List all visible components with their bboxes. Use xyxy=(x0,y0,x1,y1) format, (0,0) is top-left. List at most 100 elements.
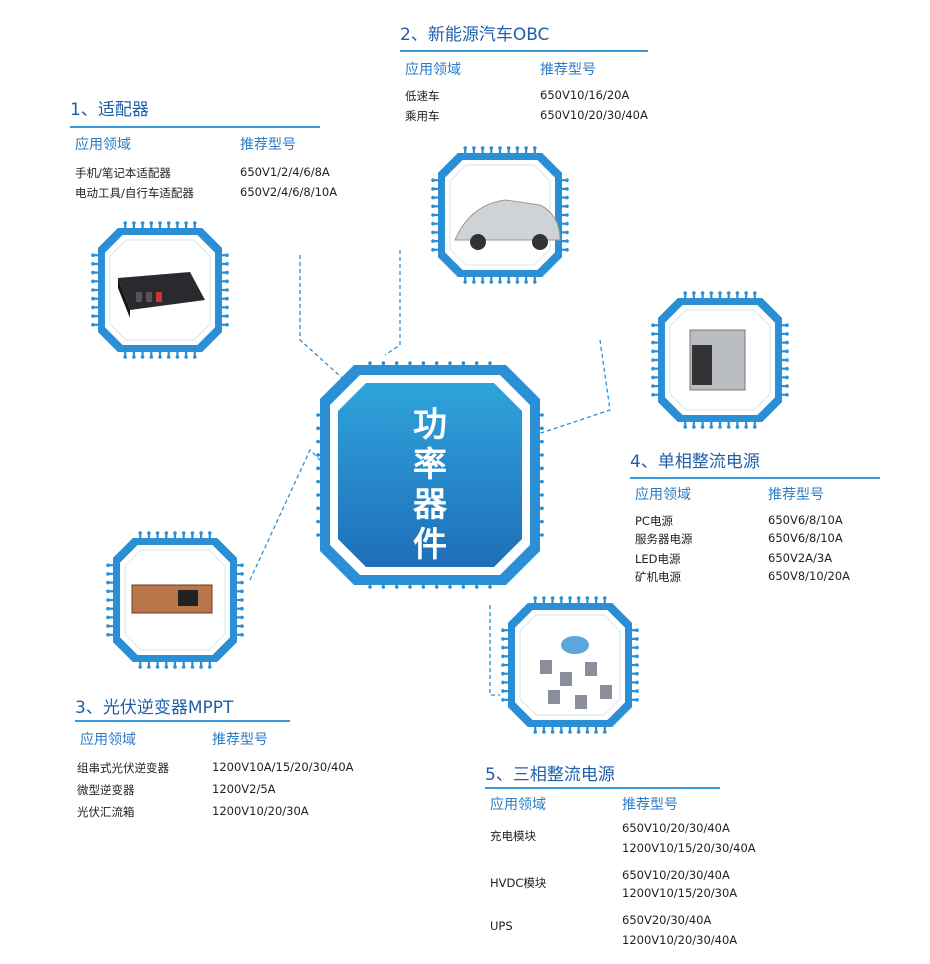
section-title: 5、三相整流电源 xyxy=(485,765,615,785)
chip-pin xyxy=(585,596,590,600)
center-chip-pin xyxy=(316,519,320,524)
center-chip-pin xyxy=(394,585,399,589)
miner-fan xyxy=(692,345,712,385)
center-chip-pin xyxy=(316,506,320,511)
center-chip-pin xyxy=(540,426,544,431)
chip-pin xyxy=(533,596,537,600)
chip-pin xyxy=(568,730,572,734)
center-chip-pin xyxy=(316,413,320,417)
field-cell: 微型逆变器 xyxy=(77,783,135,797)
chip-pin xyxy=(164,531,169,535)
chip-pin xyxy=(431,230,435,235)
chip-pin xyxy=(565,239,569,243)
chip-pin xyxy=(190,531,195,535)
chip-pin xyxy=(106,563,110,567)
chip-pin xyxy=(565,187,569,191)
chip-pin xyxy=(785,375,789,380)
chip-pin xyxy=(785,340,789,345)
chip-pin xyxy=(225,262,229,266)
chip-pin xyxy=(735,425,740,429)
chip-pin xyxy=(501,680,505,685)
divider xyxy=(485,787,720,789)
section-title: 3、光伏逆变器MPPT xyxy=(75,698,234,718)
server-icon xyxy=(600,685,612,699)
server-icon xyxy=(575,695,587,709)
chip-pin xyxy=(753,291,757,295)
model-cell: 1200V10A/15/20/30/40A xyxy=(212,760,354,774)
inverter-panel xyxy=(178,590,198,606)
chip-pin xyxy=(91,270,95,275)
center-chip-pin xyxy=(540,493,544,497)
model-cell: 650V10/20/30/40A xyxy=(540,108,648,122)
chip-pin xyxy=(472,146,476,150)
chip-pin xyxy=(635,628,639,632)
chip-pin xyxy=(651,332,655,336)
chip-pin xyxy=(565,230,569,235)
dashed-connector xyxy=(299,255,351,386)
chip-pin xyxy=(533,730,537,734)
chip-pin xyxy=(472,280,476,284)
field-cell: 低速车 xyxy=(405,89,440,103)
header-field: 应用领域 xyxy=(405,62,461,78)
dashed-connector xyxy=(519,339,611,441)
section-title: 1、适配器 xyxy=(70,100,149,120)
chip-pin xyxy=(193,355,197,359)
server-icon xyxy=(560,672,572,686)
center-chip-pin xyxy=(316,453,320,457)
chip-pin xyxy=(635,637,639,641)
chip-pin xyxy=(240,633,244,637)
chip-pin xyxy=(501,698,505,702)
divider xyxy=(400,50,648,52)
chip-pin xyxy=(651,323,655,328)
chip-pin xyxy=(149,355,154,359)
center-chip-pin xyxy=(488,585,492,589)
chip-pin xyxy=(709,291,714,295)
chip-pin xyxy=(225,253,229,257)
chip-pin xyxy=(651,358,655,362)
chip-pin xyxy=(138,531,142,535)
chip-pin xyxy=(533,280,537,284)
chip-pin xyxy=(431,213,435,217)
chip-pin xyxy=(594,596,598,600)
center-chip-pin xyxy=(540,506,544,511)
model-cell: 650V20/30/40A xyxy=(622,913,712,927)
chip-pin xyxy=(181,531,186,535)
chip-pin xyxy=(576,730,581,734)
model-cell: 1200V10/20/30/40A xyxy=(622,933,738,947)
center-chip-pin xyxy=(381,585,386,589)
header-model: 推荐型号 xyxy=(212,732,268,748)
chip-pin xyxy=(123,355,127,359)
chip-pin xyxy=(463,146,468,150)
chip-pin xyxy=(147,531,151,535)
chip-pin xyxy=(515,280,520,284)
chip-pin xyxy=(208,665,212,669)
center-chip-pin xyxy=(316,479,320,484)
center-chip-pin xyxy=(540,519,544,524)
chip-pin xyxy=(603,730,607,734)
center-chip-pin xyxy=(540,533,544,537)
chip-pin xyxy=(565,213,569,217)
chip-pin xyxy=(565,221,569,226)
model-cell: 650V6/8/10A xyxy=(768,531,843,545)
chip-pin xyxy=(149,221,154,225)
model-cell: 650V10/20/30/40A xyxy=(622,821,730,835)
field-cell: 组串式光伏逆变器 xyxy=(77,761,169,775)
model-cell: 650V8/10/20A xyxy=(768,569,851,583)
chip-pin xyxy=(91,253,95,257)
chip-pin xyxy=(91,279,95,284)
adapter-device-side xyxy=(118,278,130,318)
chip-pin xyxy=(91,262,95,266)
chip-pin xyxy=(225,288,229,292)
field-cell: 光伏汇流箱 xyxy=(77,805,135,819)
chip-pin xyxy=(91,305,95,310)
chip-pin xyxy=(506,146,511,150)
center-chip-pin xyxy=(540,453,544,457)
chip-pin xyxy=(565,195,569,200)
chip-pin xyxy=(651,384,655,388)
chip-pin xyxy=(175,355,180,359)
header-model: 推荐型号 xyxy=(540,62,596,78)
chip-pin xyxy=(651,349,655,354)
chip-pin xyxy=(193,221,197,225)
center-chip-pin xyxy=(316,493,320,497)
center-chip-pin xyxy=(474,585,479,589)
